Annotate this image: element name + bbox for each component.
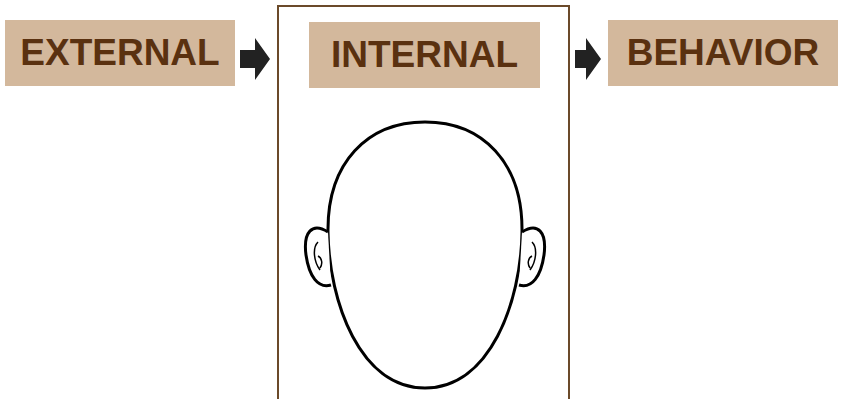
group-frame: INTERNAL (277, 5, 570, 399)
left-ear-inner (314, 242, 321, 270)
stage-label: INTERNAL (331, 34, 518, 76)
stage-box: BEHAVIOR (608, 20, 838, 86)
right-ear-inner (528, 242, 535, 270)
stage-label: EXTERNAL (20, 32, 219, 74)
flow-arrow (575, 38, 601, 80)
stage-box: EXTERNAL (5, 20, 235, 86)
heading-band: INTERNAL (309, 22, 540, 88)
flow-arrow (240, 38, 270, 80)
left-ear (305, 228, 331, 286)
right-ear (519, 228, 545, 286)
head-outline (328, 122, 522, 388)
stage-label: BEHAVIOR (627, 32, 820, 74)
